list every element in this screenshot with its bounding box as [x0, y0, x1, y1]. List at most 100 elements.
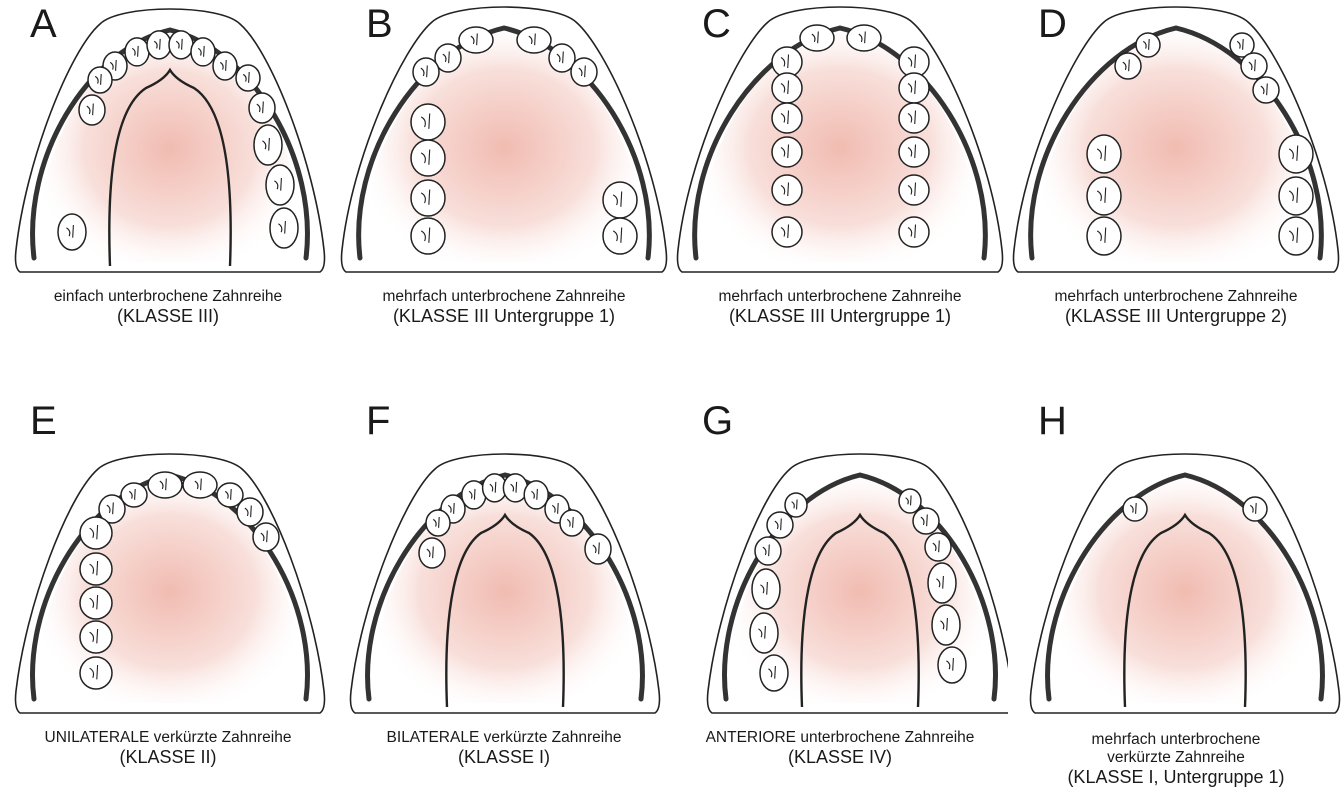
tooth-crown [1241, 53, 1267, 79]
tooth [1253, 77, 1279, 103]
tooth-crown [80, 587, 112, 619]
tooth [560, 510, 584, 536]
diagram-panel-c: C mehrfach unterbrochene Zahnreihe (KLAS… [672, 0, 1008, 397]
tooth-crown [1115, 53, 1141, 79]
caption-line-2: (KLASSE I) [336, 747, 672, 767]
tooth [121, 483, 147, 507]
tooth [899, 489, 921, 513]
diagram-panel-g: G ANTERIORE unterbrochene Zahnreihe (KLA… [672, 397, 1008, 794]
tooth-crown [79, 95, 105, 125]
tooth-crown [925, 533, 951, 561]
diagram-panel-e: E UNILATERALE verkürzte Zahnreihe (KLASS… [0, 397, 336, 794]
tooth-crown [524, 481, 548, 509]
tooth-crown [1243, 497, 1267, 521]
diagram-panel-f: F BILATERALE verkürzte Zahnreihe (KLASSE… [336, 397, 672, 794]
jaw-diagram [672, 0, 1008, 290]
tooth [899, 217, 929, 247]
caption-line-2: (KLASSE IV) [672, 747, 1008, 767]
tooth [750, 613, 778, 653]
tooth [419, 538, 445, 568]
tooth [413, 58, 439, 86]
tooth-crown [750, 613, 778, 653]
tooth [603, 182, 637, 218]
tooth [169, 31, 193, 59]
tooth-crown [772, 217, 802, 247]
tooth-crown [169, 31, 193, 59]
tooth [932, 605, 960, 645]
tooth [411, 104, 445, 140]
tooth-crown [213, 52, 237, 80]
tooth-crown [899, 137, 929, 167]
tooth [1087, 217, 1121, 255]
tooth-crown [752, 569, 780, 609]
tooth [800, 25, 834, 51]
tooth-crown [1279, 177, 1313, 215]
tooth-crown [419, 538, 445, 568]
tooth-crown [585, 534, 611, 564]
tooth-crown [899, 103, 929, 133]
tooth [772, 175, 802, 205]
tooth [847, 25, 881, 51]
tooth [147, 31, 171, 59]
tooth-crown [413, 58, 439, 86]
tooth [772, 137, 802, 167]
tooth-crown [571, 58, 597, 86]
tooth [899, 103, 929, 133]
caption-line-2: (KLASSE III Untergruppe 2) [1008, 306, 1344, 326]
tooth-crown [1087, 217, 1121, 255]
tooth [1087, 135, 1121, 173]
tooth-crown [253, 523, 279, 551]
jaw-diagram [336, 0, 672, 290]
tooth-crown [1279, 135, 1313, 173]
tooth-crown [80, 517, 112, 549]
tooth [1087, 177, 1121, 215]
tooth-crown [80, 621, 112, 653]
caption-line-2: (KLASSE III Untergruppe 1) [336, 306, 672, 326]
tooth [266, 165, 294, 205]
caption-line-1: mehrfach unterbrochene Zahnreihe [336, 288, 672, 306]
tooth [125, 38, 149, 66]
tooth-crown [254, 125, 282, 165]
jaw-diagram [336, 397, 672, 727]
tooth [772, 103, 802, 133]
tooth [524, 481, 548, 509]
tooth [899, 73, 929, 103]
tooth-crown [1087, 177, 1121, 215]
jaw-diagram [1008, 397, 1344, 727]
tooth [571, 58, 597, 86]
tooth-crown [411, 104, 445, 140]
panel-caption: ANTERIORE unterbrochene Zahnreihe (KLASS… [672, 729, 1008, 767]
tooth [772, 73, 802, 103]
tooth-crown [266, 165, 294, 205]
tooth [752, 569, 780, 609]
tooth-crown [755, 537, 781, 565]
caption-line-2: (KLASSE III) [0, 306, 336, 326]
tooth [411, 180, 445, 216]
tooth [183, 472, 217, 498]
tooth [236, 65, 260, 91]
diagram-panel-h: H mehrfach unterbrochene verkürzte Zahnr… [1008, 397, 1344, 794]
tooth [1279, 217, 1313, 255]
jaw-diagram [1008, 0, 1344, 290]
tooth-crown [772, 73, 802, 103]
tooth-crown [411, 140, 445, 176]
tooth-crown [899, 217, 929, 247]
tooth-crown [80, 553, 112, 585]
caption-line-3: (KLASSE I, Untergruppe 1) [1008, 767, 1344, 787]
tooth-crown [899, 489, 921, 513]
caption-line-1: UNILATERALE verkürzte Zahnreihe [0, 729, 336, 747]
tooth-crown [121, 483, 147, 507]
panel-caption: mehrfach unterbrochene Zahnreihe (KLASSE… [1008, 288, 1344, 326]
tooth [1136, 33, 1160, 57]
tooth [517, 27, 551, 53]
caption-line-2: (KLASSE II) [0, 747, 336, 767]
panel-caption: mehrfach unterbrochene Zahnreihe (KLASSE… [336, 288, 672, 326]
tooth [913, 508, 939, 534]
caption-line-1: ANTERIORE unterbrochene Zahnreihe [672, 729, 1008, 747]
tooth [755, 537, 781, 565]
tooth [80, 587, 112, 619]
jaw-diagram [0, 0, 336, 290]
tooth [1279, 135, 1313, 173]
panel-caption: mehrfach unterbrochene verkürzte Zahnrei… [1008, 731, 1344, 787]
tooth-crown [1123, 497, 1147, 521]
